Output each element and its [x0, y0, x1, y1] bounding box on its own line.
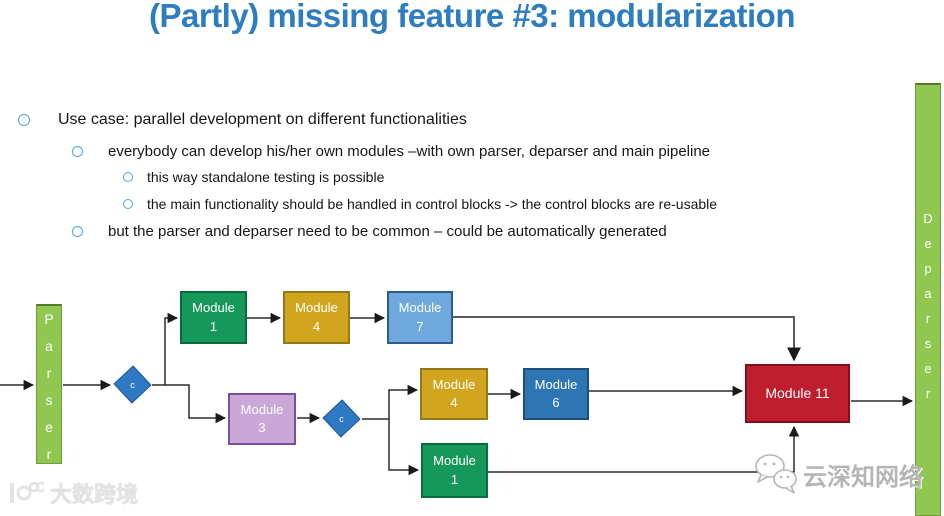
module-11-box: Module 11	[745, 364, 850, 423]
module-1-top-box: Module 1	[180, 291, 247, 344]
decision-label: c	[130, 379, 135, 390]
bullet-text: but the parser and deparser need to be c…	[108, 223, 667, 240]
module-number: 1	[450, 471, 459, 487]
watermark-yunshenzhi: 云深知网络	[753, 452, 923, 496]
module-number: 4	[312, 318, 321, 334]
module-label: Module	[398, 300, 442, 316]
bullet-own-modules: everybody can develop his/her own module…	[72, 143, 710, 160]
bullet-text: this way standalone testing is possible	[147, 169, 385, 185]
decision-label: c	[339, 413, 344, 424]
infinity-logo-icon	[10, 481, 44, 503]
watermark-dashukuajing: 大数跨境	[8, 477, 138, 509]
module-7-top-box: Module 7	[387, 291, 453, 344]
module-number: 6	[552, 395, 560, 410]
module-4-top-box: Module 4	[283, 291, 350, 344]
module-label: Module	[295, 300, 338, 316]
watermark-right-text: 云深知网络	[803, 463, 923, 491]
bullet-use-case: Use case: parallel development on differ…	[18, 111, 467, 129]
bullet-ring-icon	[72, 146, 83, 157]
module-6-box: Module 6	[523, 368, 589, 420]
bullet-standalone-testing: this way standalone testing is possible	[123, 169, 384, 185]
bullet-control-blocks: the main functionality should be handled…	[123, 196, 717, 212]
parser-block: Parser	[36, 304, 62, 473]
chat-bubbles-icon	[755, 454, 797, 494]
module-label: Module	[240, 401, 284, 417]
bullet-ring-icon	[72, 226, 83, 237]
module-number: 1	[209, 318, 218, 334]
bullet-text: Use case: parallel development on differ…	[58, 111, 467, 128]
module-label: Module	[534, 376, 578, 392]
bullet-ring-icon	[18, 114, 30, 126]
module-number: 4	[450, 395, 458, 410]
module-number: 7	[416, 318, 424, 334]
module-label: Module	[192, 300, 235, 316]
bullet-ring-icon	[123, 172, 133, 182]
bullet-text: the main functionality should be handled…	[147, 196, 718, 212]
bullet-text: everybody can develop his/her own module…	[108, 143, 711, 160]
module-4-mid-box: Module 4	[420, 368, 488, 420]
module-label: Module	[432, 376, 476, 392]
deparser-block: Deparser	[915, 83, 941, 516]
bullet-common-parser: but the parser and deparser need to be c…	[72, 223, 667, 240]
page-title: (Partly) missing feature #3: modularizat…	[149, 0, 795, 34]
watermark-left-text: 大数跨境	[50, 482, 139, 507]
bullet-ring-icon	[123, 199, 133, 209]
parser-label: Parser	[41, 311, 57, 473]
deparser-label: Deparser	[920, 211, 936, 411]
module-number: 3	[258, 420, 266, 435]
module-3-box: Module 3	[228, 393, 296, 445]
module-label: Module	[433, 453, 476, 469]
module-1-bottom-box: Module 1	[421, 443, 488, 498]
module-label: Module 11	[765, 384, 830, 401]
